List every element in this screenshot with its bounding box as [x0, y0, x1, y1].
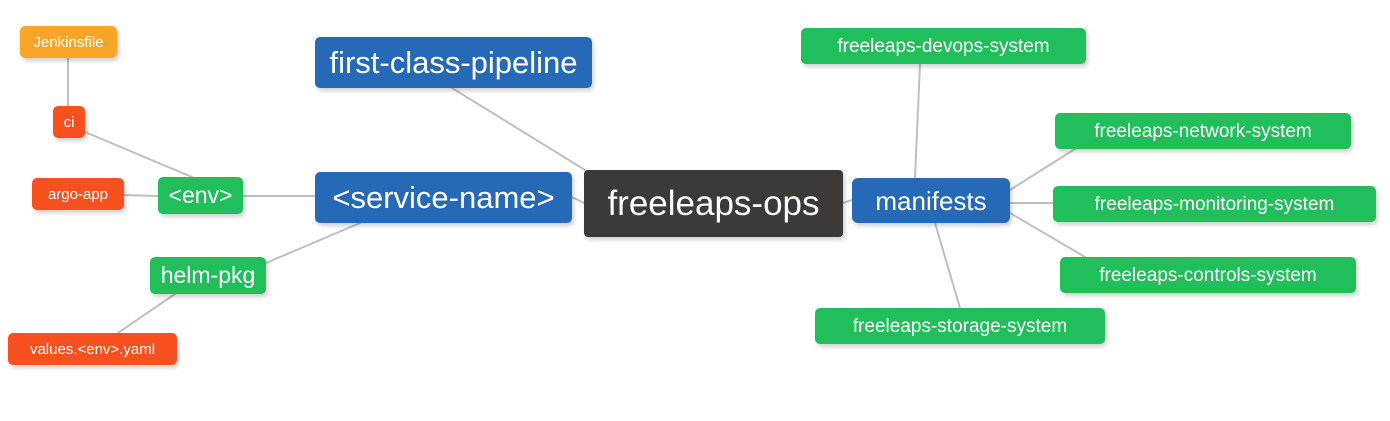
- edge-manifests-to-freeleaps-storage-system: [934, 222, 961, 309]
- edge-freeleaps-ops-to-manifests: [842, 199, 853, 204]
- node-label-freeleaps-network-system: freeleaps-network-system: [1094, 120, 1312, 142]
- node-label-freeleaps-ops: freeleaps-ops: [607, 184, 820, 223]
- edge-freeleaps-ops-to-first-class-pipeline: [451, 87, 599, 179]
- node-label-helm-pkg: helm-pkg: [160, 262, 256, 288]
- node-label-freeleaps-monitoring-system: freeleaps-monitoring-system: [1094, 193, 1335, 215]
- node-label-first-class-pipeline: first-class-pipeline: [329, 45, 578, 80]
- node-label-jenkinsfile: Jenkinsfile: [33, 33, 104, 51]
- node-freeleaps-devops-system[interactable]: freeleaps-devops-system: [801, 28, 1086, 64]
- node-freeleaps-controls-system[interactable]: freeleaps-controls-system: [1060, 257, 1356, 293]
- node-label-argo-app: argo-app: [47, 185, 109, 203]
- node-values-env-yaml[interactable]: values.<env>.yaml: [8, 333, 177, 365]
- edge-env-to-argo-app: [123, 194, 159, 197]
- node-jenkinsfile[interactable]: Jenkinsfile: [20, 26, 117, 58]
- node-freeleaps-ops[interactable]: freeleaps-ops: [584, 170, 843, 237]
- node-helm-pkg[interactable]: helm-pkg: [150, 257, 266, 294]
- node-freeleaps-storage-system[interactable]: freeleaps-storage-system: [815, 308, 1105, 344]
- node-ci[interactable]: ci: [53, 106, 85, 138]
- node-manifests[interactable]: manifests: [852, 178, 1010, 223]
- node-first-class-pipeline[interactable]: first-class-pipeline: [315, 37, 592, 88]
- node-argo-app[interactable]: argo-app: [32, 178, 124, 210]
- node-label-values-env-yaml: values.<env>.yaml: [29, 340, 156, 358]
- node-label-service-name: <service-name>: [332, 180, 555, 215]
- edge-helm-pkg-to-values-env-yaml: [117, 293, 176, 334]
- node-service-name[interactable]: <service-name>: [315, 172, 572, 223]
- node-env[interactable]: <env>: [158, 177, 243, 214]
- node-label-freeleaps-storage-system: freeleaps-storage-system: [852, 315, 1068, 337]
- node-freeleaps-network-system[interactable]: freeleaps-network-system: [1055, 113, 1351, 149]
- node-label-manifests: manifests: [875, 185, 987, 216]
- node-label-ci: ci: [63, 113, 75, 131]
- edge-manifests-to-freeleaps-network-system: [1009, 148, 1076, 191]
- edge-env-to-ci: [84, 131, 193, 178]
- node-label-freeleaps-controls-system: freeleaps-controls-system: [1099, 264, 1317, 286]
- node-label-env: <env>: [168, 182, 233, 208]
- edge-manifests-to-freeleaps-devops-system: [914, 63, 921, 179]
- edge-freeleaps-ops-to-service-name: [571, 196, 585, 204]
- node-label-freeleaps-devops-system: freeleaps-devops-system: [837, 35, 1050, 57]
- node-freeleaps-monitoring-system[interactable]: freeleaps-monitoring-system: [1053, 186, 1376, 222]
- edge-service-name-to-helm-pkg: [265, 222, 361, 264]
